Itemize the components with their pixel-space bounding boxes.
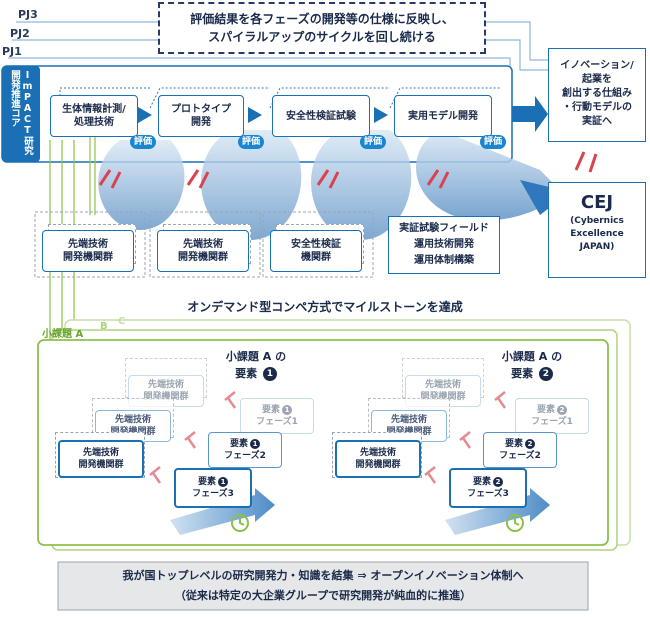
innovation-line3: 創出する仕組み: [562, 88, 632, 99]
footer-line2: （従来は特定の大企業グループで研究開発が純血的に推進）: [174, 589, 472, 602]
pj3-label: PJ3: [18, 8, 38, 21]
top-banner: 評価結果を各フェーズの開発等の仕様に反映し、 スパイラルアップのサイクルを回し続…: [158, 2, 486, 54]
innovation-line2: 起業を: [582, 74, 612, 85]
cej-title: CEJ: [580, 192, 614, 213]
footer-note: 我が国トップレベルの研究開発力・知識を結集 ⇒ オープンイノベーション体制へ （…: [58, 566, 588, 606]
institution-line1: 先端技術: [68, 239, 108, 250]
spiral-cycle-arrows: [98, 151, 598, 189]
cej-line2: Excellence: [570, 229, 624, 239]
field-line2: 運用技術開発: [414, 239, 474, 250]
footer-line1: 我が国トップレベルの研究開発力・知識を結集 ⇒ オープンイノベーション体制へ: [122, 569, 524, 582]
ondemand-caption: オンデマンド型コンペ方式でマイルストーンを達成: [187, 300, 463, 314]
phase-arrow: [248, 107, 262, 123]
element-set-title: 小課題 A の 要素 2: [492, 348, 572, 382]
institution-line2: 開発機関群: [178, 252, 228, 263]
institution-line1: 安全性検証: [291, 239, 341, 250]
pj1-label: PJ1: [2, 45, 22, 58]
subtask-tab-c: C: [118, 316, 126, 327]
phase-arrow: [138, 107, 152, 123]
element-title-line1: 小課題 A の: [501, 350, 563, 363]
innovation-box: イノベーション/ 起業を 創出する仕組み ・行動モデルの 実証へ: [548, 48, 646, 142]
institution-group: 先端技術 開発機関群: [42, 230, 134, 272]
clock-icon: [231, 514, 524, 532]
phase-safety-test: 安全性検証試験: [272, 95, 370, 137]
safety-institution-group: 安全性検証 機関群: [270, 230, 362, 272]
spiral-graphic: [98, 130, 570, 240]
evaluation-badge: 評価: [238, 135, 265, 149]
element-set-title: 小課題 A の 要素 1: [216, 348, 296, 382]
core-vertical-band: [2, 66, 40, 162]
phase-arrow: [374, 107, 388, 123]
phase-practical-model: 実用モデル開発: [394, 95, 492, 137]
institution-group: 先端技術 開発機関群: [157, 230, 249, 272]
institution-line2: 開発機関群: [63, 252, 113, 263]
element-title-line2: 要素: [235, 367, 258, 380]
institution-line2: 機関群: [301, 252, 331, 263]
core-vertical-label: ImPACT研究開発推進コア: [9, 70, 33, 155]
subtask-tab-b: B: [100, 321, 108, 332]
innovation-line1: イノベーション/: [560, 60, 634, 71]
element-number-icon: 1: [262, 367, 277, 381]
element-number-icon: 2: [538, 367, 553, 381]
cej-line1: (Cybernics: [570, 216, 624, 226]
institution-front: 先端技術開発機関群: [58, 440, 144, 478]
element-title-line2: 要素: [511, 367, 534, 380]
evaluation-badge: 評価: [360, 135, 387, 149]
subtask-tab-a: 小課題 A: [42, 329, 84, 340]
evaluation-badge: 評価: [130, 135, 157, 149]
phase-prototype: プロトタイプ 開発: [158, 95, 244, 137]
top-banner-line1: 評価結果を各フェーズの開発等の仕様に反映し、: [190, 12, 454, 26]
cej-line3: JAPAN): [579, 242, 615, 252]
pj2-label: PJ2: [10, 27, 30, 40]
field-box: 実証試験フィールド 運用技術開発 運用体制構築: [388, 216, 500, 274]
institution-front: 先端技術開発機関群: [335, 440, 421, 478]
evaluation-badge: 評価: [480, 135, 507, 149]
field-line1: 実証試験フィールド: [399, 223, 489, 234]
innovation-line5: 実証へ: [582, 116, 612, 127]
element-title-line1: 小課題 A の: [225, 350, 287, 363]
institution-line1: 先端技術: [183, 239, 223, 250]
innovation-line4: ・行動モデルの: [562, 102, 632, 113]
top-banner-line2: スパイラルアップのサイクルを回し続ける: [208, 30, 436, 44]
field-line3: 運用体制構築: [414, 255, 474, 266]
phase-bio-measurement: 生体情報計測/ 処理技術: [50, 95, 138, 137]
core-to-innovation-arrow: [512, 96, 548, 132]
cej-box: CEJ (Cybernics Excellence JAPAN): [548, 182, 646, 278]
